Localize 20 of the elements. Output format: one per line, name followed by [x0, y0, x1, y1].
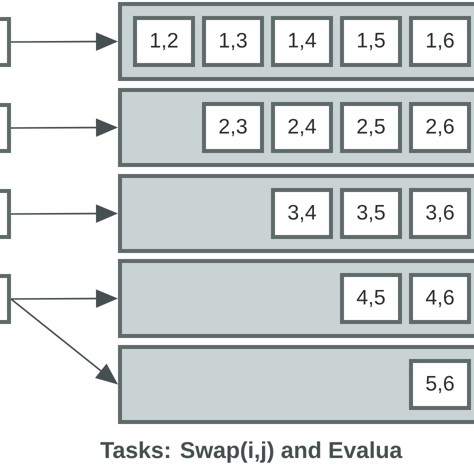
pair-box: 5,6	[409, 359, 471, 410]
pair-box: 3,4	[271, 188, 333, 239]
pair-box: 4,5	[340, 273, 402, 324]
caption: Tasks: Swap(i,j) and Evalua	[100, 441, 402, 463]
pair-box: 2,3	[202, 102, 264, 153]
pair-box: 3,6	[409, 188, 471, 239]
pair-box: 3,5	[340, 188, 402, 239]
input-box	[0, 17, 11, 67]
pair-box: 1,3	[202, 16, 264, 67]
input-box	[0, 274, 11, 324]
pair-box: 2,4	[271, 102, 333, 153]
pair-box: 4,6	[409, 273, 471, 324]
input-box	[0, 103, 11, 153]
pair-box: 2,5	[340, 102, 402, 153]
pair-box: 1,2	[133, 16, 195, 67]
pair-box: 1,4	[271, 16, 333, 67]
pair-box: 1,6	[409, 16, 471, 67]
input-box	[0, 189, 11, 239]
pair-box: 1,5	[340, 16, 402, 67]
pair-box: 2,6	[409, 102, 471, 153]
